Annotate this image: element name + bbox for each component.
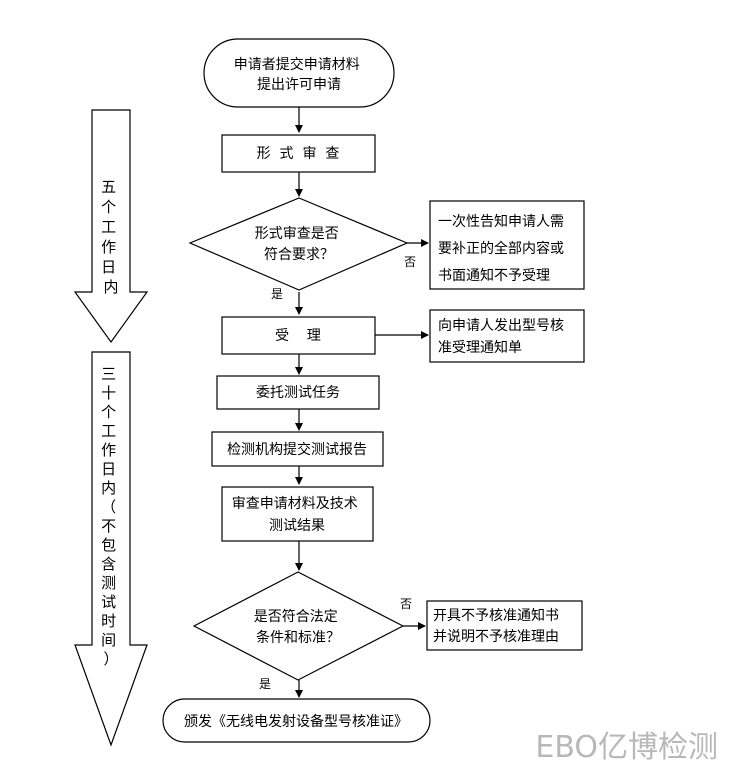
- watermark-logo-text: EBO亿博检测: [535, 730, 718, 765]
- start-node-text: 申请者提交申请材料 提出许可申请: [234, 56, 364, 93]
- commission-test-text: 委托测试任务: [256, 385, 340, 401]
- decision1-node: 形式审查是否 符合要求？: [188, 197, 409, 291]
- accept-text: 受 理: [275, 328, 321, 344]
- formal-review-text: 形 式 审 查: [257, 146, 340, 162]
- issue-certificate-text: 颁发《无线电发射设备型号核准证》: [184, 713, 408, 730]
- five-working-days-arrow: 五 个 工 作 日 内: [73, 109, 149, 344]
- accept-notice-text: 向申请人发出型号核 准受理通知单: [438, 318, 568, 356]
- decision2-text: 是否符合法定 条件和标准？: [254, 609, 342, 646]
- test-report-node: 检测机构提交测试报告: [211, 431, 384, 467]
- thirty-working-days-arrow: 三 十 个 工 作 日 内 （ 不 包 含 测 试 时 间 ）: [74, 351, 148, 747]
- decision2-node: 是否符合法定 条件和标准？: [192, 571, 405, 681]
- refuse-approval-text: 开具不予核准通知书 并说明不予核准理由: [433, 607, 563, 645]
- test-report-text: 检测机构提交测试报告: [227, 441, 367, 458]
- reject-notice-node: 一次性告知申请人需 要补正的全部内容或 书面通知不予受理: [429, 200, 585, 290]
- no-label-2: 否: [400, 597, 412, 611]
- commission-test-node: 委托测试任务: [216, 375, 380, 410]
- five-days-text: 五 个 工 作 日 内: [101, 178, 121, 296]
- no-label-1: 否: [404, 255, 416, 269]
- review-results-node: 审查申请材料及技术 测试结果: [221, 486, 374, 542]
- review-results-text: 审查申请材料及技术 测试结果: [232, 496, 362, 534]
- yes-label-1: 是: [271, 287, 283, 301]
- accept-notice-node: 向申请人发出型号核 准受理通知单: [429, 309, 585, 363]
- formal-review-node: 形 式 审 查: [221, 134, 376, 173]
- accept-node: 受 理: [221, 316, 376, 355]
- start-node: 申请者提交申请材料 提出许可申请: [203, 38, 395, 108]
- refuse-approval-node: 开具不予核准通知书 并说明不予核准理由: [426, 600, 583, 651]
- yes-label-2: 是: [259, 677, 271, 691]
- decision1-text: 形式审查是否 符合要求？: [255, 226, 343, 263]
- issue-certificate-node: 颁发《无线电发射设备型号核准证》: [162, 698, 431, 743]
- reject-notice-text: 一次性告知申请人需 要补正的全部内容或 书面通知不予受理: [438, 213, 568, 284]
- connectors: [295, 107, 429, 698]
- thirty-days-text: 三 十 个 工 作 日 内 （ 不 包 含 测 试 时 间 ）: [101, 365, 121, 668]
